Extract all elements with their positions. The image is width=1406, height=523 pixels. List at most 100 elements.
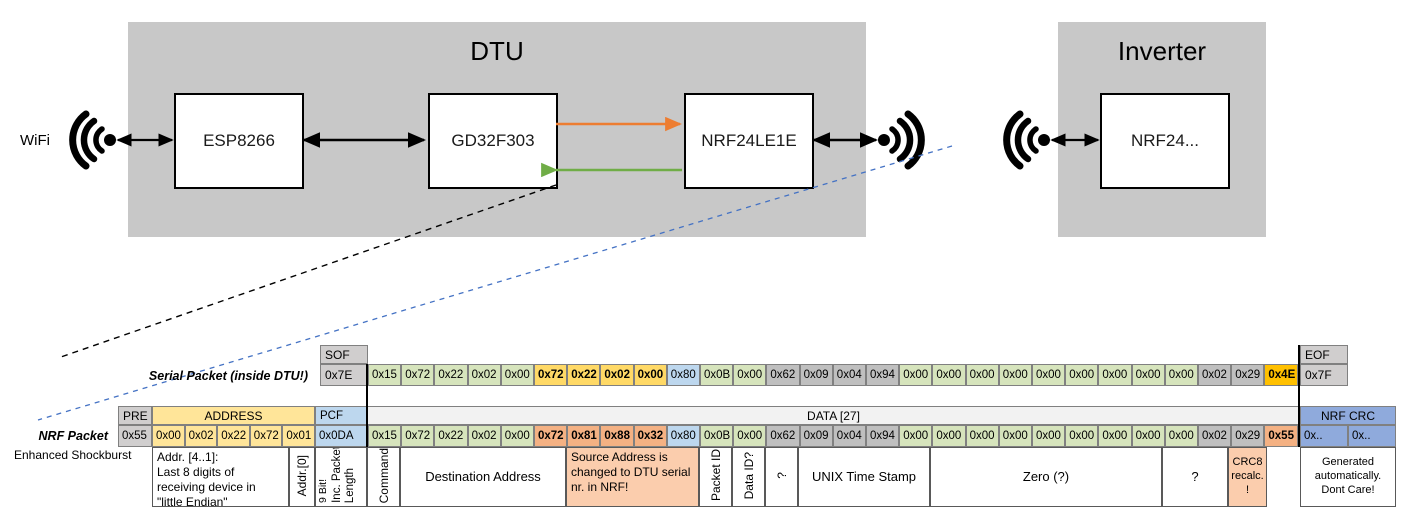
nrf-byte-4: 0x00	[500, 425, 534, 447]
wifi-label: WiFi	[20, 132, 50, 149]
nrf-packet-row-label: NRF Packet	[38, 429, 108, 443]
desc-crc-note: Generated automatically. Dont Care!	[1300, 447, 1396, 507]
chip-label: GD32F303	[451, 131, 535, 150]
chip-label: NRF24LE1E	[701, 131, 797, 150]
nrf-byte-10: 0x0B	[700, 425, 734, 447]
nrf-byte-11: 0x00	[733, 425, 767, 447]
serial-byte-17: 0x00	[932, 364, 966, 386]
serial-byte-21: 0x00	[1065, 364, 1099, 386]
nrf-byte-16: 0x00	[899, 425, 933, 447]
nrf-byte-1: 0x72	[401, 425, 435, 447]
serial-byte-23: 0x00	[1131, 364, 1165, 386]
serial-byte-14: 0x04	[832, 364, 866, 386]
nrf-address-header: ADDRESS	[152, 406, 315, 425]
desc-data-id: Data ID?	[732, 447, 765, 507]
desc-crc8: CRC8 recalc. !	[1228, 447, 1267, 507]
nrf-crc-header: NRF CRC	[1300, 406, 1396, 425]
nrf-byte-9: 0x80	[666, 425, 700, 447]
serial-byte-22: 0x00	[1098, 364, 1132, 386]
desc-zero: Zero (?)	[930, 447, 1162, 507]
nrf-address-byte-4: 0x01	[282, 425, 315, 447]
nrf-byte-26: 0x29	[1231, 425, 1265, 447]
serial-byte-8: 0x00	[633, 364, 667, 386]
nrf-byte-14: 0x04	[832, 425, 866, 447]
serial-byte-0: 0x15	[368, 364, 402, 386]
serial-byte-18: 0x00	[965, 364, 999, 386]
nrf-byte-5: 0x72	[534, 425, 568, 447]
dtu-title: DTU	[470, 36, 524, 66]
serial-byte-19: 0x00	[998, 364, 1032, 386]
serial-eof-header: EOF	[1300, 345, 1348, 364]
desc-address-note: Addr. [4..1]: Last 8 digits of receiving…	[152, 447, 289, 507]
nrf-byte-18: 0x00	[965, 425, 999, 447]
serial-start-connector	[366, 364, 368, 447]
desc-unix-timestamp: UNIX Time Stamp	[798, 447, 930, 507]
desc-packet-id-label: Packet ID	[708, 449, 723, 502]
nrf-byte-21: 0x00	[1065, 425, 1099, 447]
serial-byte-12: 0x62	[766, 364, 800, 386]
desc-pcf-line1: 9 Bit!	[317, 479, 329, 503]
desc-source-note: Source Address is changed to DTU serial …	[566, 447, 699, 507]
serial-byte-10: 0x0B	[700, 364, 734, 386]
serial-byte-24: 0x00	[1164, 364, 1198, 386]
nrf-byte-8: 0x32	[633, 425, 667, 447]
inverter-enclosure: Inverter	[1058, 22, 1266, 237]
serial-end-connector	[1298, 345, 1300, 447]
serial-byte-25: 0x02	[1198, 364, 1232, 386]
serial-callout-line	[57, 184, 557, 359]
nrf-address-byte-3: 0x72	[249, 425, 283, 447]
nrf-byte-6: 0x81	[567, 425, 601, 447]
nrf-byte-25: 0x02	[1198, 425, 1232, 447]
chip-label: NRF24...	[1130, 131, 1200, 150]
serial-byte-13: 0x09	[799, 364, 833, 386]
nrf-address-byte-1: 0x02	[184, 425, 218, 447]
wifi-antenna-icon	[69, 110, 116, 170]
nrf-address-byte-0: 0x00	[152, 425, 185, 447]
nrf-crc-value-0: 0x..	[1300, 425, 1348, 447]
serial-byte-15: 0x94	[866, 364, 900, 386]
desc-destination-address: Destination Address	[400, 447, 566, 507]
desc-packet-id: Packet ID	[699, 447, 732, 507]
chip-gd32f303[interactable]: GD32F303	[428, 93, 558, 189]
chip-label: ESP8266	[203, 131, 275, 150]
desc-pcf-note: 9 Bit! Inc. Packet Length	[315, 447, 367, 507]
serial-byte-11: 0x00	[733, 364, 767, 386]
serial-byte-1: 0x72	[401, 364, 435, 386]
chip-nrf24[interactable]: NRF24...	[1100, 93, 1230, 189]
nrf-data-header: DATA [27]	[367, 406, 1300, 425]
desc-pcf-line3: Length	[344, 467, 356, 503]
nrf-byte-20: 0x00	[1032, 425, 1066, 447]
nrf-antenna-icon	[878, 110, 925, 170]
nrf-byte-15: 0x94	[866, 425, 900, 447]
serial-byte-2: 0x22	[434, 364, 468, 386]
serial-eof-value: 0x7F	[1300, 364, 1348, 386]
nrf-byte-13: 0x09	[799, 425, 833, 447]
serial-byte-7: 0x02	[600, 364, 634, 386]
serial-byte-27: 0x4E	[1264, 364, 1298, 386]
nrf-pre-value: 0x55	[118, 425, 152, 447]
nrf-antenna-icon-inverter	[1003, 110, 1050, 170]
nrf-crc-value-1: 0x..	[1348, 425, 1396, 447]
chip-esp8266[interactable]: ESP8266	[174, 93, 304, 189]
desc-command-label: Command	[376, 447, 391, 504]
nrf-pcf-value: 0x0DA	[315, 425, 367, 447]
serial-byte-5: 0x72	[534, 364, 568, 386]
desc-pcf-line2: Inc. Packet	[331, 447, 343, 503]
nrf-byte-17: 0x00	[932, 425, 966, 447]
serial-byte-26: 0x29	[1231, 364, 1265, 386]
desc-tilde: ?	[765, 447, 798, 507]
nrf-byte-22: 0x00	[1098, 425, 1132, 447]
chip-nrf24le1e[interactable]: NRF24LE1E	[684, 93, 814, 189]
serial-byte-6: 0x22	[567, 364, 601, 386]
nrf-byte-2: 0x22	[434, 425, 468, 447]
desc-tilde-label: ?	[774, 472, 789, 479]
inverter-title: Inverter	[1117, 36, 1207, 66]
nrf-pcf-header: PCF	[315, 406, 367, 425]
desc-command: Command	[367, 447, 400, 507]
serial-sof-header: SOF	[320, 345, 368, 364]
serial-byte-4: 0x00	[500, 364, 534, 386]
nrf-byte-19: 0x00	[998, 425, 1032, 447]
nrf-byte-27: 0x55	[1264, 425, 1298, 447]
